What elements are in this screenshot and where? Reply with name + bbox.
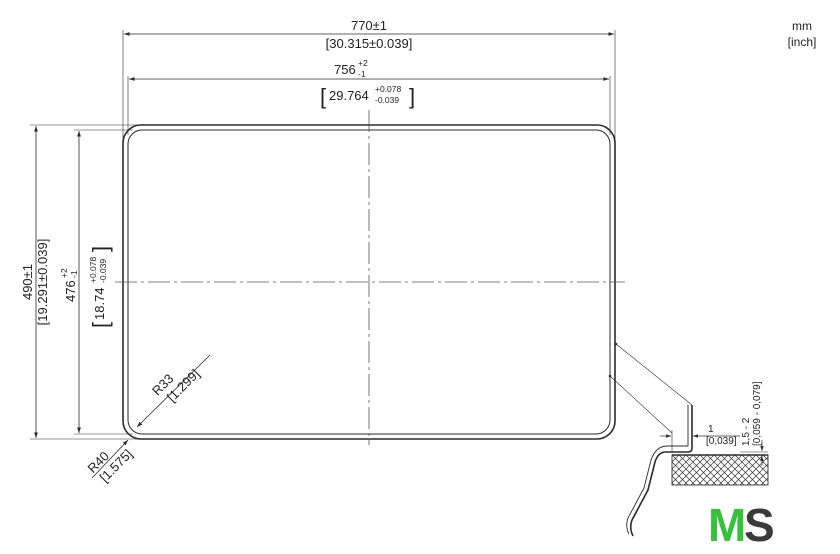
ms-logo-s: S xyxy=(744,499,775,551)
detail-leader-2 xyxy=(609,375,673,434)
detail-leader-1 xyxy=(615,343,693,406)
outer-height-inch: [19.291±0.039] xyxy=(35,239,50,326)
inner-width-bracket-left: [ xyxy=(320,84,326,109)
inner-height-mm: 476 xyxy=(63,280,78,302)
inner-width-inch-tol-lower: -0.039 xyxy=(375,95,399,105)
inner-height-mm-tol-lower: -1 xyxy=(69,270,79,278)
rim-width-inch: [0,039] xyxy=(706,436,737,447)
inner-width-bracket-right: ] xyxy=(409,84,415,109)
inner-width-mm-tol-lower: -1 xyxy=(358,69,366,79)
units-inch: [inch] xyxy=(788,35,817,49)
outer-width-mm: 770±1 xyxy=(351,18,387,33)
inner-width-mm-tol-upper: +2 xyxy=(358,58,368,68)
ms-logo-m: M xyxy=(708,499,746,551)
edge-section-detail: 1 [0,039] 1,5 - 2 [0,059 - 0,079] xyxy=(626,381,769,537)
outer-width-inch: [30.315±0.039] xyxy=(326,36,413,51)
outer-radius-leader xyxy=(91,439,129,479)
inner-radius-leader xyxy=(136,354,211,428)
inner-height-inch: 18.74 xyxy=(92,287,107,320)
inner-width-mm: 756 xyxy=(334,62,356,77)
ms-logo: M S xyxy=(708,499,775,551)
inner-height-bracket-right: ] xyxy=(88,246,113,252)
rim-width-mm: 1 xyxy=(708,424,714,435)
sink-rim-profile xyxy=(629,405,693,537)
inner-width-inch: 29.764 xyxy=(329,88,369,103)
inner-height-mm-tol-upper: +2 xyxy=(59,268,69,278)
inner-height-bracket-left: [ xyxy=(88,322,113,328)
inner-height-inch-tol-lower: -0.039 xyxy=(98,259,108,283)
outer-height-mm: 490±1 xyxy=(20,264,35,300)
inner-height-inch-tol-upper: +0.078 xyxy=(88,256,98,283)
countertop-hatch xyxy=(671,454,769,486)
units-mm: mm xyxy=(792,19,812,33)
inner-width-inch-tol-upper: +0.078 xyxy=(375,84,402,94)
depth-mm: 1,5 - 2 xyxy=(741,417,752,446)
depth-inch: [0,059 - 0,079] xyxy=(752,381,763,446)
